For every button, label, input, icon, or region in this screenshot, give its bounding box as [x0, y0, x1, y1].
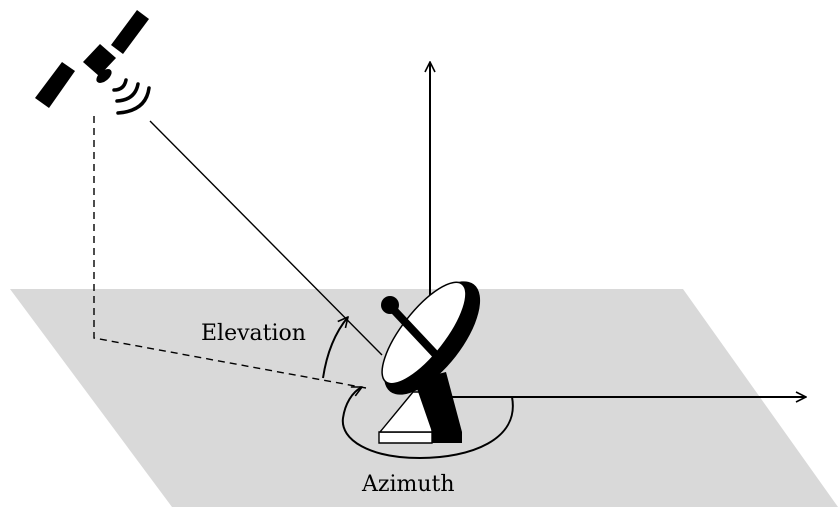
- ground-projection-dashed: [93, 116, 367, 389]
- azimuth-arc: [341, 386, 514, 460]
- satellite-icon: [35, 10, 149, 108]
- elevation-label: Elevation: [201, 321, 306, 346]
- azimuth-label: Azimuth: [361, 472, 455, 497]
- satellite-dish-icon: [378, 281, 481, 444]
- elevation-arc: [322, 317, 348, 379]
- signal-waves-icon: [112, 78, 151, 115]
